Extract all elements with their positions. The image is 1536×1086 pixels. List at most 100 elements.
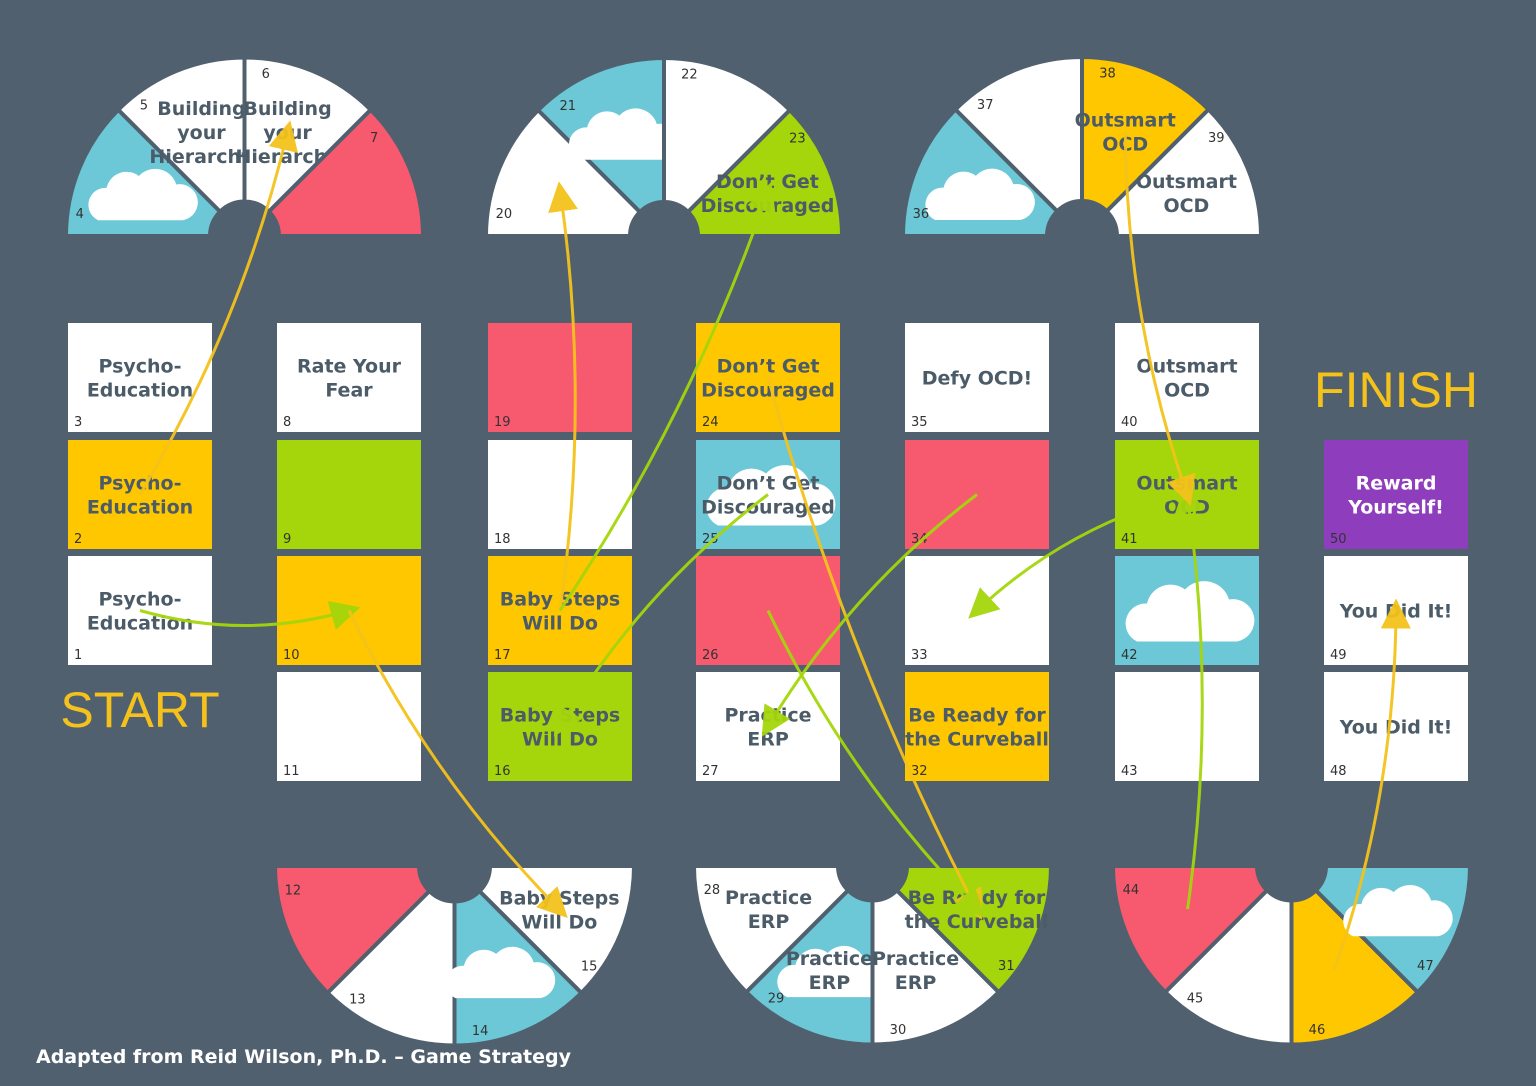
finish-label: FINISH — [1314, 362, 1478, 418]
board-cell-14: 14 — [445, 888, 585, 1048]
cell-number: 48 — [1330, 764, 1347, 779]
cell-text: Discouraged — [701, 380, 835, 402]
cell-text: Outsmart — [1075, 110, 1176, 132]
board-cell-13: 13 — [324, 888, 457, 1048]
cell-number: 39 — [1208, 131, 1225, 146]
shortcut-arrow — [139, 601, 361, 630]
cell-text: Baby Steps — [499, 887, 619, 909]
start-label: START — [60, 682, 219, 738]
cell-text: your — [177, 122, 226, 144]
cell-number: 9 — [283, 532, 291, 547]
cell-number: 14 — [472, 1024, 489, 1039]
cell-number: 42 — [1121, 648, 1138, 663]
cloud-icon — [445, 946, 556, 999]
credit-text: Adapted from Reid Wilson, Ph.D. – Game S… — [36, 1046, 571, 1068]
shortcut-arrow — [548, 181, 578, 611]
shortcut-arrow — [138, 120, 298, 496]
board-cells: Psycho-Education1Psycho-Education2Psycho… — [63, 54, 1473, 1048]
shortcut-arrow — [347, 609, 568, 919]
cell-text: Education — [87, 613, 193, 635]
cell-number: 16 — [494, 764, 511, 779]
cell-number: 5 — [140, 98, 148, 113]
cell-number: 29 — [768, 992, 785, 1007]
cell-number: 36 — [913, 207, 930, 222]
cell-text: Education — [87, 497, 193, 519]
cell-text: the Curveball — [905, 729, 1049, 751]
cell-number: 20 — [496, 207, 513, 222]
cell-text: ERP — [895, 972, 937, 994]
cell-text: Will Do — [522, 729, 598, 751]
cell-number: 32 — [911, 764, 928, 779]
cell-text: Yourself! — [1347, 497, 1444, 519]
cell-text: the Curveball — [905, 911, 1049, 933]
cell-number: 43 — [1121, 764, 1138, 779]
shortcut-arrow — [1123, 131, 1196, 506]
cell-number: 49 — [1330, 648, 1347, 663]
board-cell-36: 36 — [900, 106, 1061, 238]
cell-text: Psycho- — [98, 356, 181, 378]
cell-number: 19 — [494, 415, 511, 430]
cell-text: OCD — [1164, 380, 1210, 402]
cell-number: 45 — [1187, 992, 1204, 1007]
cell-text: Building — [157, 98, 245, 120]
cell-text: You Did It! — [1339, 717, 1453, 739]
cell-text: ERP — [809, 972, 851, 994]
cell-text: Psycho- — [98, 473, 181, 495]
cell-number: 47 — [1417, 959, 1434, 974]
cell-number: 21 — [560, 99, 577, 114]
cell-number: 33 — [911, 648, 928, 663]
board-cell-37: 37 — [952, 54, 1084, 215]
cell-text: Baby Steps — [500, 589, 620, 611]
cloud-icon — [925, 168, 1035, 221]
cell-text: Education — [87, 380, 193, 402]
board-cell-47: 47 — [1313, 864, 1473, 996]
cell-text: Be Ready for — [908, 887, 1046, 909]
cell-text: Be Ready for — [908, 705, 1046, 727]
shortcut-arrow — [1333, 598, 1411, 971]
cell-number: 22 — [681, 68, 698, 83]
cell-text: Will Do — [521, 911, 597, 933]
cell-text: Practice — [872, 948, 959, 970]
cloud-icon — [777, 945, 887, 998]
board-cell-48: You Did It! 48 — [1320, 668, 1472, 785]
cell-text: Discouraged — [701, 497, 835, 519]
cell-number: 46 — [1309, 1023, 1326, 1038]
cell-text: Outsmart — [1136, 356, 1237, 378]
shortcut-arrow — [761, 493, 978, 737]
cell-text: Defy OCD! — [922, 368, 1032, 390]
cell-number: 6 — [262, 67, 270, 82]
cell-number: 26 — [702, 648, 719, 663]
board-cell-4: 4 — [63, 106, 223, 238]
board-cell-45: 45 — [1162, 887, 1294, 1047]
cell-text: Don’t Get — [716, 171, 819, 193]
cell-text: Hierarchy — [236, 146, 341, 168]
cell-text: Practice — [725, 887, 812, 909]
cell-number: 35 — [911, 415, 928, 430]
cell-number: 11 — [283, 764, 300, 779]
cell-number: 18 — [494, 532, 511, 547]
cell-number: 23 — [789, 132, 806, 147]
cell-text: OCD — [1163, 195, 1209, 217]
cell-number: 28 — [704, 883, 721, 898]
cloud-icon — [1343, 884, 1453, 937]
cell-number: 44 — [1123, 883, 1140, 898]
cell-number: 37 — [977, 98, 994, 113]
cell-text: Practice — [786, 948, 873, 970]
cloud-icon — [568, 108, 679, 160]
shortcut-arrow — [558, 181, 776, 612]
cell-text: Reward — [1356, 473, 1437, 495]
